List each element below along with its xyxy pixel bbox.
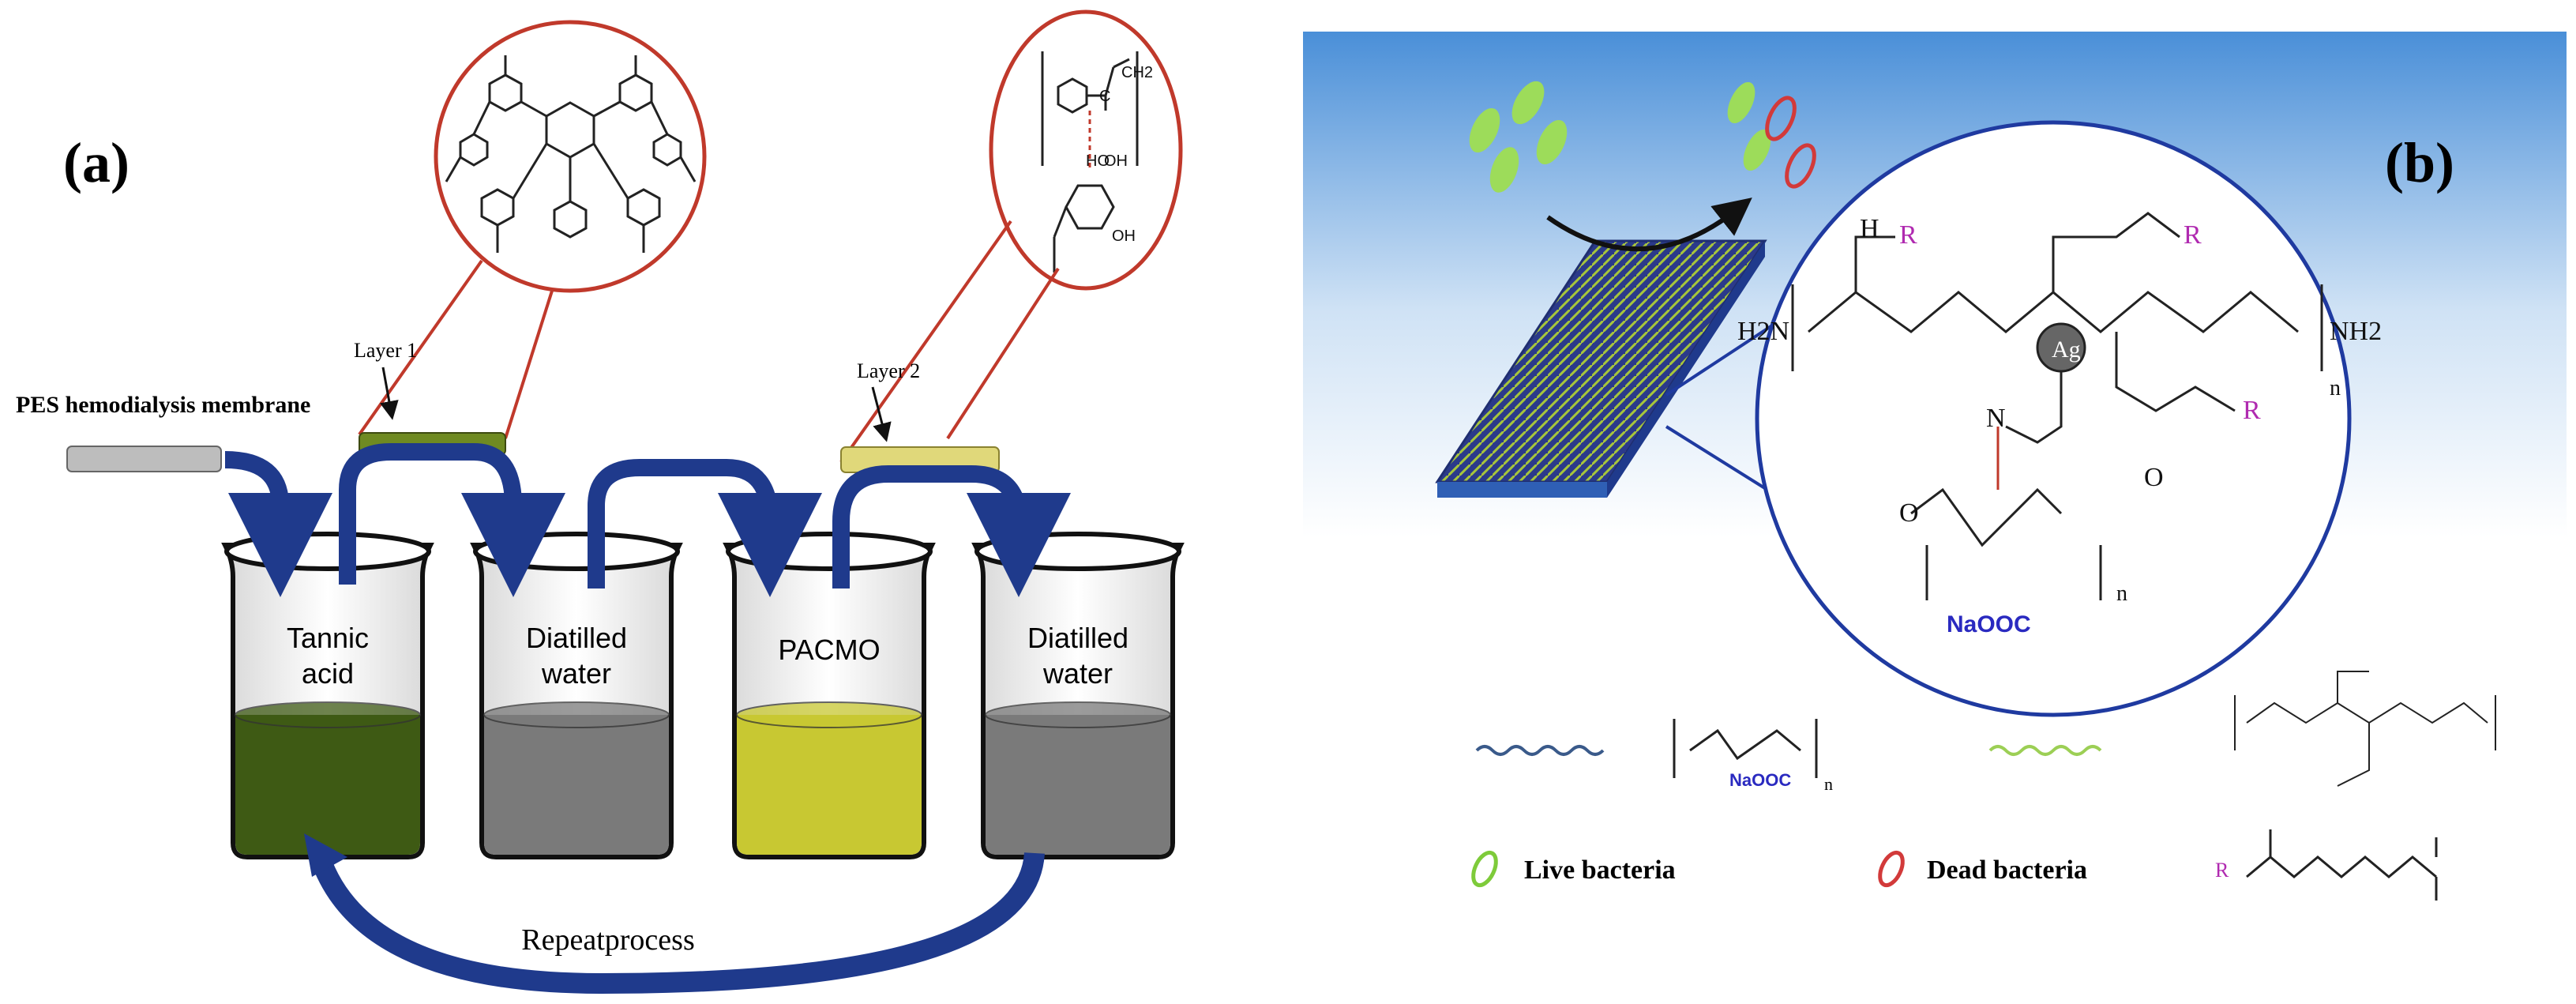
- nh2-label: NH2: [2330, 317, 2382, 346]
- pes-membrane-label: PES hemodialysis membrane: [16, 392, 310, 418]
- pes-membrane: [66, 446, 222, 472]
- layer1-label: Layer 1: [354, 339, 417, 362]
- beaker-liquid: [986, 715, 1170, 855]
- r-label-2: R: [2184, 220, 2202, 250]
- layer1-pointer: [380, 367, 399, 420]
- r-label-1: R: [1899, 220, 1917, 250]
- zoom-line-1b: [504, 288, 554, 439]
- zoom-circle-tannic-acid: [434, 20, 707, 293]
- beaker-label-line2: water: [1042, 657, 1113, 690]
- legend-naooc-label: NaOOC: [1729, 770, 1791, 790]
- repeat-process-arrow: [310, 852, 1045, 995]
- transfer-arrows: [224, 443, 1071, 597]
- legend-live-bacteria: Live bacteria: [1524, 855, 1676, 885]
- legend-n-subscript: n: [1824, 774, 1833, 794]
- beaker-liquid-surface: [736, 701, 922, 728]
- repeat-process-label: Repeatprocess: [521, 923, 694, 957]
- zoom-line-2a: [839, 220, 1012, 464]
- panel-a-label: (a): [63, 131, 130, 194]
- ag-label: Ag: [2052, 337, 2081, 363]
- zoom-circle-pacmo: HO OH OH C CH2: [989, 9, 1183, 291]
- beaker-liquid-surface: [483, 701, 670, 728]
- zoom-circle-structure: Ag H2N NH2 n H R R R N O O NaOOC n: [1737, 120, 2382, 717]
- o-label-ring: O: [1899, 498, 1919, 528]
- chem-label-c: C: [1099, 88, 1110, 105]
- zoom-line-2b: [946, 267, 1060, 440]
- beaker-label-line1: PACMO: [778, 634, 880, 666]
- pacmo-structure: [1041, 51, 1139, 273]
- beaker-label-line1: Diatilled: [1027, 622, 1128, 654]
- o-label-carbonyl: O: [2144, 463, 2164, 492]
- arrow-pacmo-to-water: [832, 465, 1071, 597]
- chem-label-ch2: CH2: [1121, 64, 1153, 81]
- arrow-into-tannic: [224, 451, 332, 597]
- legend-alginate-fiber: [1475, 745, 1605, 756]
- silver-nanoparticle: [2036, 322, 2086, 373]
- panel-a: (a): [16, 9, 1185, 995]
- legend-pei-structure: [2234, 671, 2496, 787]
- beaker-label-line1: Tannic: [287, 622, 369, 654]
- beaker-label-line1: Diatilled: [526, 622, 627, 654]
- beaker-rim: [974, 532, 1181, 571]
- h-label-1: H: [1860, 214, 1879, 243]
- legend-alginate-structure: [1673, 719, 1818, 778]
- chem-label-oh1: HO: [1086, 152, 1110, 170]
- beaker-liquid-surface: [235, 701, 421, 728]
- chem-label-oh3: OH: [1112, 227, 1136, 245]
- repeat-arrow-head: [304, 833, 347, 877]
- beaker-liquid: [737, 715, 922, 855]
- beaker-label-line2: acid: [302, 657, 354, 690]
- beaker-rim: [224, 532, 431, 571]
- bacteria-outgoing: [1727, 81, 1816, 189]
- beaker-3: PACMO: [723, 532, 936, 859]
- n-subscript-top: n: [2330, 376, 2341, 400]
- layer2-pointer: [871, 386, 892, 442]
- panel-b: (b): [1303, 32, 2567, 901]
- dead-bacteria-icon: [1878, 850, 1905, 888]
- naooc-label: NaOOC: [1947, 611, 2031, 637]
- legend-dead-bacteria: Dead bacteria: [1927, 855, 2087, 885]
- layer2-label: Layer 2: [857, 359, 920, 382]
- legend-pei-fiber: [1988, 745, 2102, 756]
- legend: NaOOC n Live bacteria Dead bacteria R: [1471, 671, 2496, 901]
- legend-r-structure: [2246, 829, 2438, 901]
- r-label-3: R: [2243, 396, 2261, 425]
- panel-b-label: (b): [2385, 131, 2454, 194]
- tannic-acid-structure: [445, 55, 697, 253]
- live-bacteria-icon: [1471, 850, 1498, 888]
- beaker-liquid-surface: [985, 701, 1171, 728]
- legend-r-label: R: [2215, 859, 2229, 882]
- pei-backbone: [1791, 212, 2323, 600]
- beaker-rim: [726, 532, 933, 571]
- antibacterial-membrane-slab: [1435, 239, 1767, 498]
- arrow-water-to-pacmo: [588, 459, 822, 597]
- beaker-label-line2: water: [541, 657, 611, 690]
- bacteria-incoming: [1469, 81, 1568, 193]
- bacteria-path-arrow: [1546, 197, 1752, 252]
- chem-label-oh2: OH: [1104, 152, 1128, 170]
- arrow-tannic-to-water: [339, 443, 565, 597]
- zoom-line-1a: [358, 259, 483, 436]
- n-label-imine: N: [1986, 404, 2006, 433]
- beaker-liquid: [235, 715, 420, 855]
- h2n-label: H2N: [1737, 317, 1789, 346]
- beaker-liquid: [484, 715, 669, 855]
- n-subscript-bottom: n: [2116, 581, 2127, 606]
